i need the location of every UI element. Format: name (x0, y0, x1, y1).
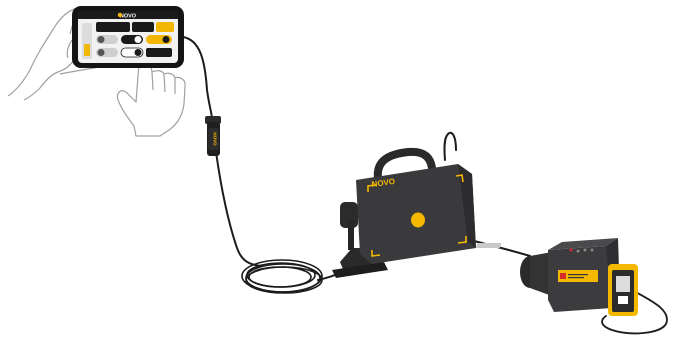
dongle-cable (216, 152, 262, 266)
xray-generator (476, 238, 638, 316)
smartphone: NOVO (72, 6, 184, 68)
panel-center-target (411, 213, 425, 228)
phone-cable (183, 37, 212, 118)
phone-app-logo: NOVO (120, 14, 137, 20)
flat-panel-device: NOVO (332, 152, 476, 278)
usb-dongle: NOVO (205, 116, 221, 156)
phone-control-grid (96, 22, 174, 57)
dongle-logo: NOVO (213, 132, 218, 146)
cable-coil (242, 260, 322, 293)
panel-top-cable (444, 133, 456, 160)
